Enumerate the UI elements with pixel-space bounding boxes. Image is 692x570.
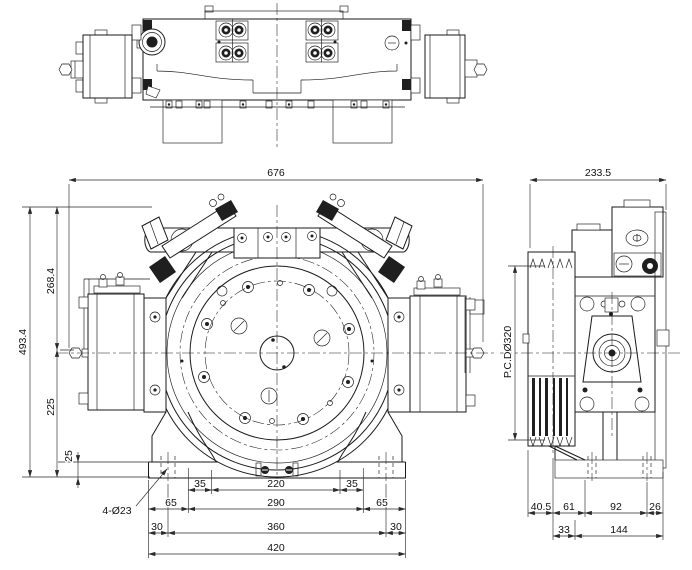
dim-side2-a: 33 <box>558 524 570 536</box>
dim-overall-depth: 233.5 <box>585 167 611 179</box>
dim-lower-height: 225 <box>45 398 57 416</box>
top-right-box <box>410 24 488 104</box>
dim-side2-b: 144 <box>610 524 628 536</box>
pedestal <box>544 412 664 481</box>
dim-row2-c: 65 <box>376 497 388 509</box>
dim-foot-height: 25 <box>63 450 75 462</box>
dim-row3-a: 30 <box>151 521 163 533</box>
dim-overall-height: 493.4 <box>17 329 29 355</box>
rope-clamp-left <box>215 19 249 63</box>
brake-release-knob <box>136 28 166 56</box>
dim-side1-b: 61 <box>563 501 575 513</box>
dim-row2-a: 65 <box>165 497 177 509</box>
dim-row1-a: 35 <box>194 478 206 490</box>
dim-side1-a: 40.5 <box>531 501 552 513</box>
slotted-knob <box>384 35 408 51</box>
dim-base-total: 420 <box>267 542 285 554</box>
dim-row3-b: 360 <box>267 521 285 533</box>
dim-pitch-circle: P.C.DØ320 <box>502 326 514 378</box>
bolt-strip <box>165 100 390 109</box>
rope-clamp-right <box>305 19 339 63</box>
tag-flag <box>145 85 161 99</box>
terminal-box <box>611 199 664 278</box>
dim-overall-width: 676 <box>267 167 285 179</box>
dim-row2-b: 290 <box>267 497 285 509</box>
dimension-lines <box>27 177 667 557</box>
side-view <box>500 199 680 481</box>
frame <box>143 227 411 463</box>
dim-hole-callout: 4-Ø23 <box>102 505 131 517</box>
dim-upper-height: 268.4 <box>45 268 57 294</box>
top-left-box <box>58 24 142 104</box>
dimension-annotations: 676 233.5 493.4 268.4 225 25 35 220 35 6… <box>16 166 667 558</box>
dim-side1-c: 92 <box>610 501 622 513</box>
brake-lever-left <box>141 193 238 297</box>
brake-lever-right <box>316 193 413 297</box>
plug-holes <box>180 280 374 424</box>
dim-row1-c: 35 <box>346 478 358 490</box>
top-view <box>58 3 488 150</box>
traction-sheave <box>522 246 576 456</box>
sheave-bolts <box>198 281 355 425</box>
dim-row1-b: 220 <box>267 478 285 490</box>
front-view <box>56 193 497 482</box>
brake-box-left <box>68 272 150 411</box>
dim-row3-c: 30 <box>390 521 402 533</box>
dim-side1-d: 26 <box>649 501 661 513</box>
brake-box-right <box>409 274 485 413</box>
